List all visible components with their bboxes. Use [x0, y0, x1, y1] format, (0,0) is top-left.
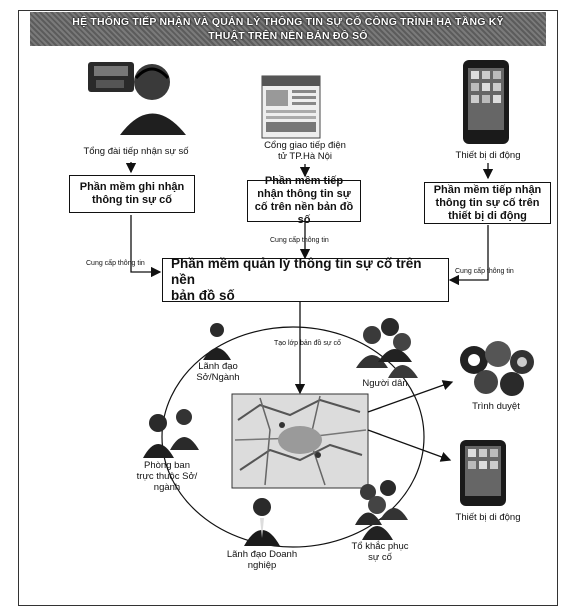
- business-leader-label: Lãnh đạo Doanh nghiệp: [222, 549, 302, 571]
- citizens-icon: [356, 318, 418, 378]
- repair-team-icon: [355, 480, 408, 540]
- main-software-box: Phần mềm quản lý thông tin sự cố trên nề…: [162, 256, 449, 303]
- city-leader-label: Lãnh đạo Sở/Ngành: [188, 361, 248, 383]
- business-leader-label-line-2: nghiệp: [247, 560, 277, 571]
- create-map-label: Tạo lớp bản đồ sự cố: [274, 340, 341, 347]
- portal-label: Cổng giao tiếp điện tử TP.Hà Nội: [250, 140, 360, 162]
- department-label-line-2: trực thuộc Sở/: [136, 471, 198, 482]
- call-center-icon: [88, 62, 186, 135]
- business-leader-icon: [244, 498, 280, 546]
- record-software-text: Phần mềm ghi nhận thông tin sự cố: [79, 181, 185, 206]
- city-leader-icon: [203, 323, 231, 360]
- department-label-line-3: ngành: [153, 482, 181, 493]
- department-label: Phòng ban trực thuộc Sở/ ngành: [124, 460, 210, 493]
- digital-map-image: [231, 393, 369, 489]
- title-line-2: THUẬT TRÊN NỀN BẢN ĐỒ SỐ: [208, 30, 368, 42]
- portal-software-box: Phần mềm tiếp nhận thông tin sự cố trên …: [247, 175, 361, 226]
- mobile-source-label: Thiết bị di động: [455, 150, 521, 161]
- hotline-label: Tổng đài tiếp nhận sự số: [83, 146, 189, 157]
- title-line-1: HỆ THỐNG TIẾP NHẬN VÀ QUẢN LÝ THÔNG TIN …: [72, 16, 504, 28]
- portal-label-line-2: tử TP.Hà Nội: [277, 151, 333, 162]
- city-leader-label-line-1: Lãnh đạo: [198, 361, 238, 372]
- portal-software-text: Phần mềm tiếp nhận thông tin sự cố trên …: [254, 175, 354, 226]
- mobile-device-output-icon: [460, 440, 506, 506]
- provide-info-right-label: Cung cấp thông tin: [455, 268, 514, 275]
- repair-team-label-line-1: Tổ khắc phục: [351, 541, 409, 552]
- browser-icons: [460, 341, 534, 396]
- mobile-device-icon: [463, 60, 509, 144]
- department-staff-icon: [143, 409, 199, 458]
- mobile-software-text: Phần mềm tiếp nhận thông tin sự cố trên …: [433, 183, 542, 222]
- provide-info-center-label: Cung cấp thông tin: [270, 237, 329, 244]
- diagram-frame: [18, 10, 558, 606]
- mobile-software-box: Phần mềm tiếp nhận thông tin sự cố trên …: [424, 182, 551, 224]
- browser-label: Trình duyệt: [472, 401, 520, 412]
- main-software-line-2: bản đồ số: [171, 288, 235, 303]
- repair-team-label: Tổ khắc phục sự cố: [340, 541, 420, 563]
- portal-label-line-1: Cổng giao tiếp điện: [264, 140, 346, 151]
- record-software-box: Phần mềm ghi nhận thông tin sự cố: [69, 175, 195, 213]
- repair-team-label-line-2: sự cố: [368, 552, 392, 563]
- citizens-label: Người dân: [362, 378, 408, 389]
- department-label-line-1: Phòng ban: [144, 460, 190, 471]
- web-portal-icon: [261, 75, 321, 139]
- diagram-title: HỆ THỐNG TIẾP NHẬN VÀ QUẢN LÝ THÔNG TIN …: [30, 12, 546, 46]
- mobile-output-label: Thiết bị di động: [455, 512, 521, 523]
- business-leader-label-line-1: Lãnh đạo Doanh: [226, 549, 298, 560]
- main-software-line-1: Phần mềm quản lý thông tin sự cố trên nề…: [171, 256, 422, 287]
- provide-info-left-label: Cung cấp thông tin: [86, 260, 145, 267]
- city-leader-label-line-2: Sở/Ngành: [196, 372, 240, 383]
